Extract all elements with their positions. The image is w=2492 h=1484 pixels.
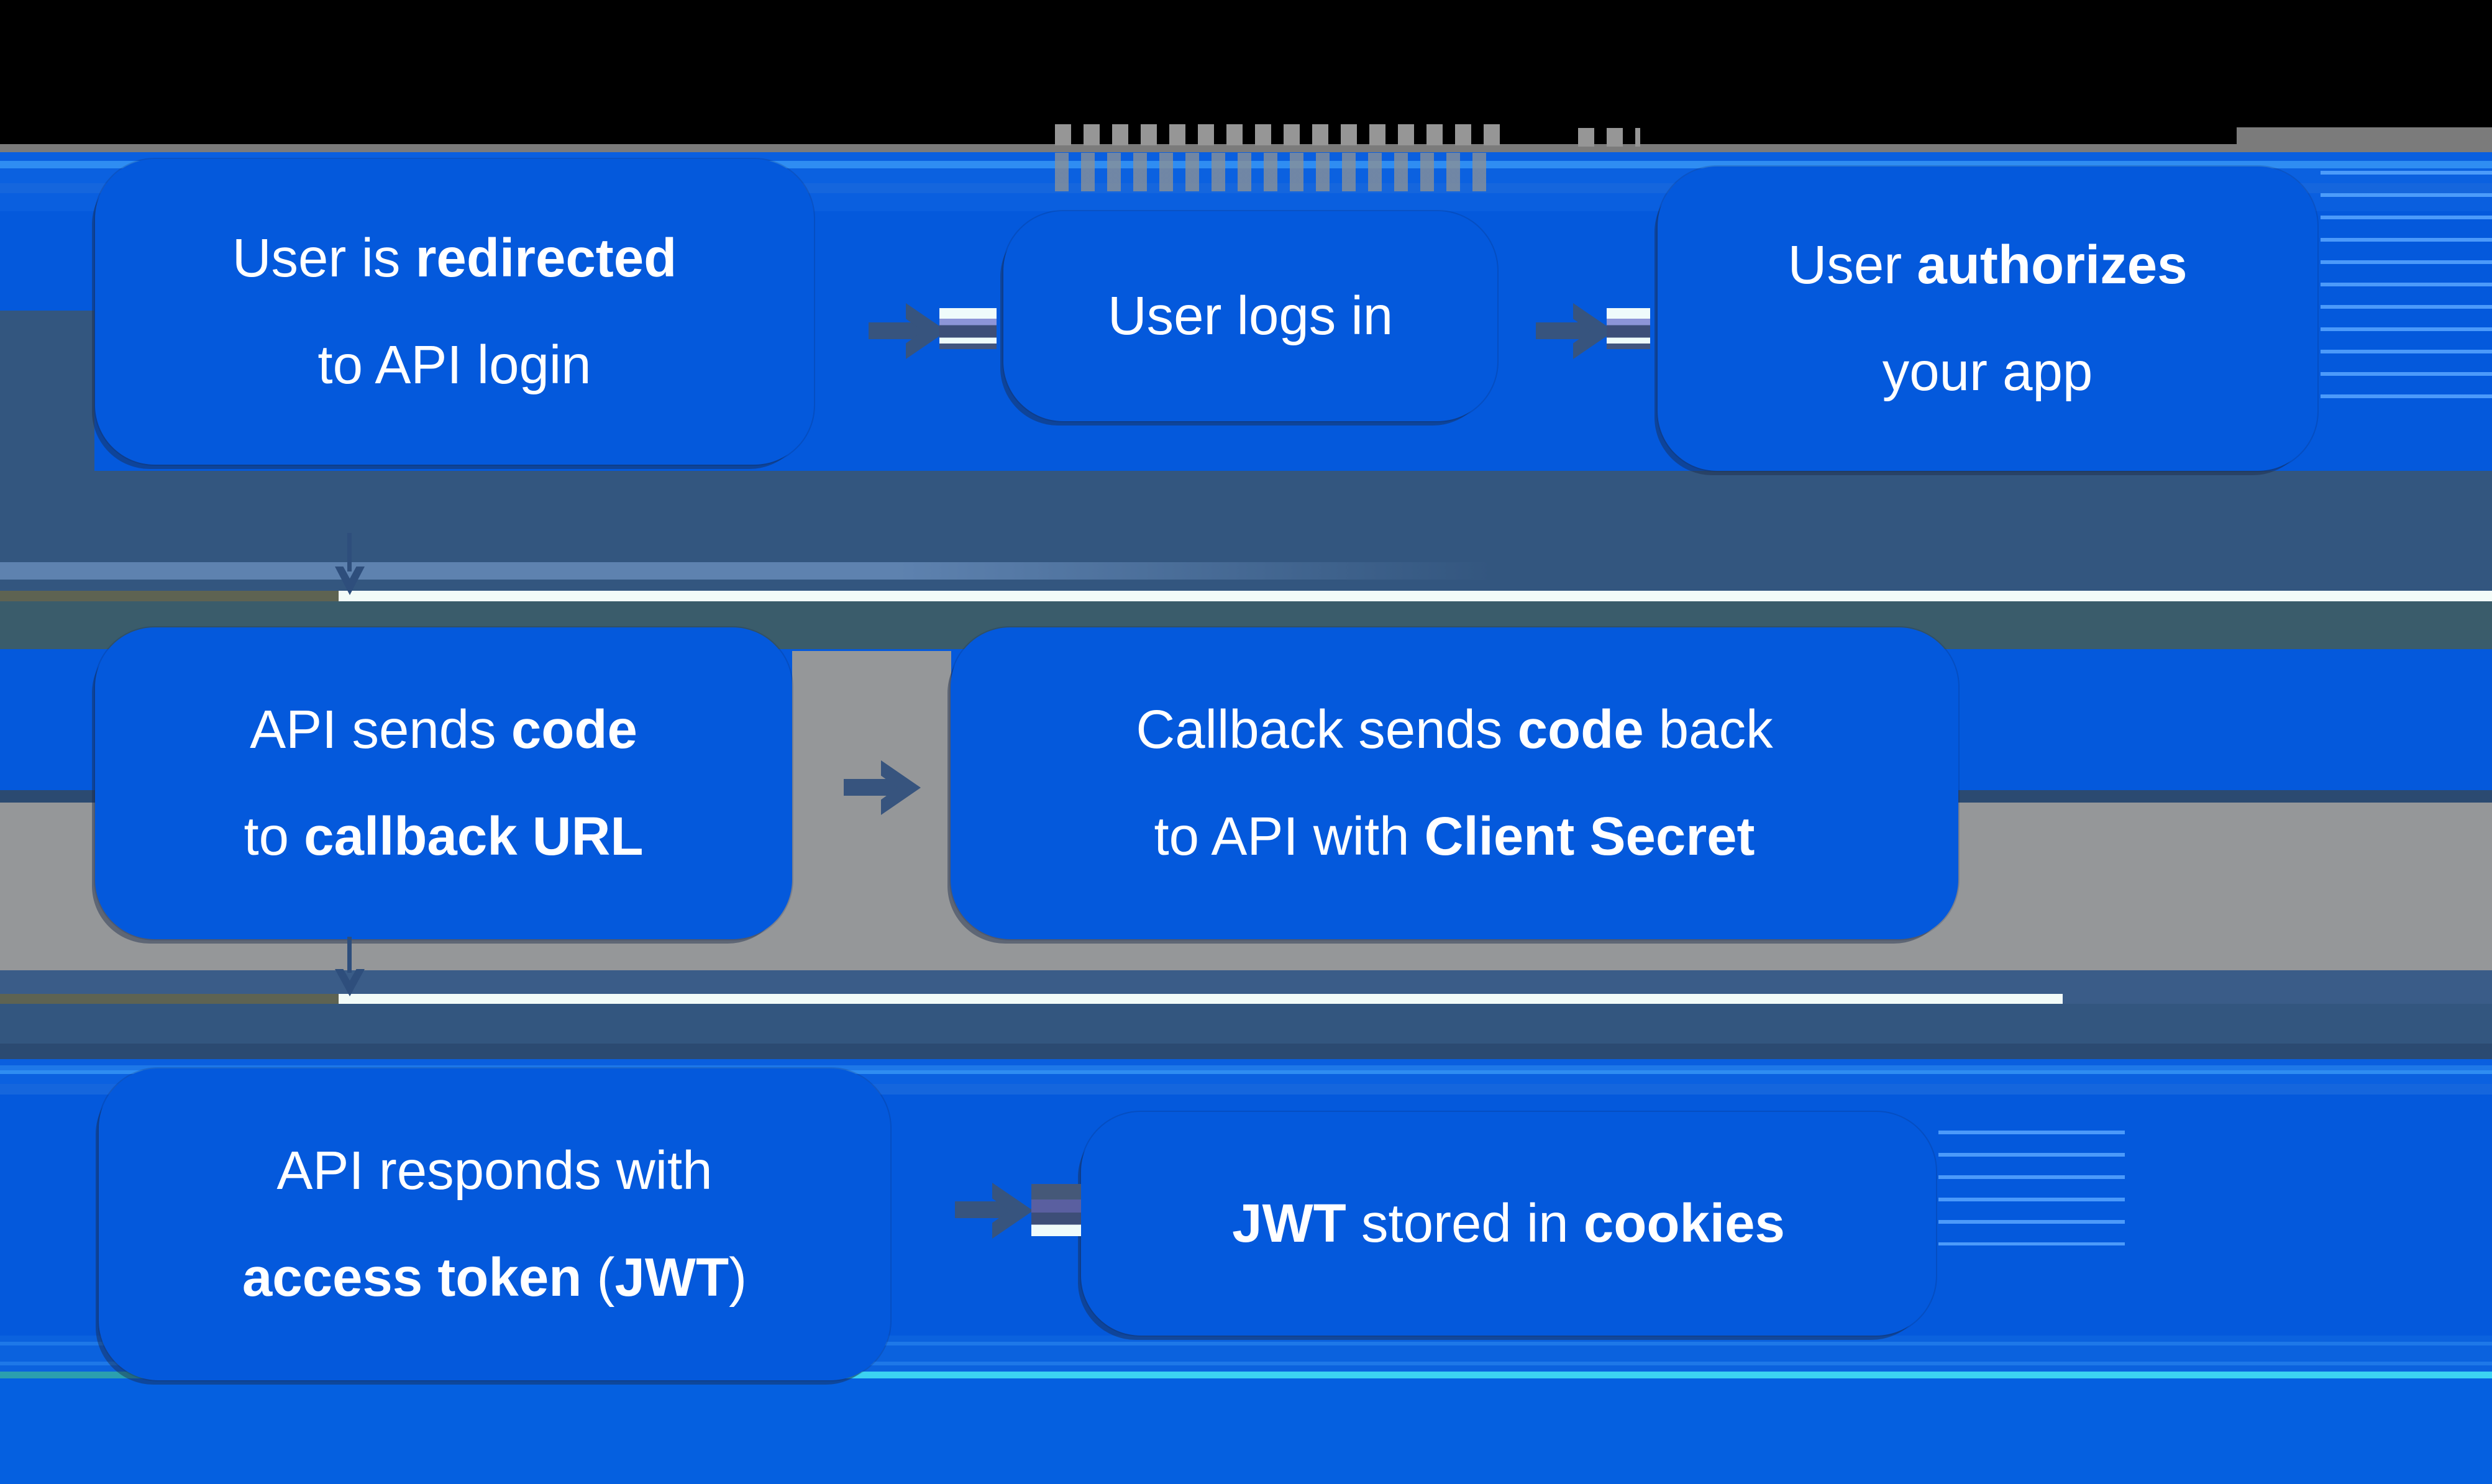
step-text-seg: your app <box>1882 342 2093 402</box>
bg-steel-b <box>0 970 2492 994</box>
step-text-seg-bold: authorizes <box>1917 235 2188 295</box>
step-text-seg: ( <box>582 1247 615 1308</box>
step-box-user-redirected: User is redirected to API login <box>95 159 814 465</box>
step-text-seg-bold: code <box>1517 699 1644 760</box>
bg-black-top-bar <box>0 0 2492 144</box>
glitch-streaks-right-of-box7 <box>1938 1131 2125 1245</box>
step-text-seg: User <box>1787 235 1917 295</box>
glitch-block <box>1031 1184 1081 1236</box>
bg-navy-stripe-b <box>0 1044 2492 1059</box>
step-text-seg: Callback sends <box>1136 699 1518 760</box>
step-text-seg: User is <box>232 228 416 288</box>
glitch-block <box>1607 308 1650 349</box>
step-text: User authorizes <box>1788 212 2188 319</box>
separator-line-1 <box>339 591 2492 601</box>
step-text-seg-bold: callback URL <box>304 806 644 867</box>
step-text-seg: ) <box>729 1247 747 1308</box>
step-box-user-logs-in: User logs in <box>1003 211 1497 421</box>
step-text-seg: to <box>244 806 304 867</box>
step-text-seg: to API login <box>317 335 591 395</box>
step-text-seg: back <box>1643 699 1773 760</box>
step-text: to callback URL <box>244 783 643 890</box>
step-box-api-sends-code: API sends code to callback URL <box>95 627 792 939</box>
step-text: access token (JWT) <box>242 1224 747 1331</box>
bg-gray-rule <box>0 144 2492 152</box>
separator-line-1-left-olive <box>0 591 339 601</box>
step-box-user-authorizes: User authorizes your app <box>1658 166 2317 471</box>
separator-line-2-left-olive <box>0 994 339 1004</box>
step-box-callback-sends-code: Callback sends code back to API with Cli… <box>951 627 1958 939</box>
step-text: User is redirected <box>232 205 677 312</box>
step-text: User logs in <box>1108 263 1393 370</box>
step-text: API responds with <box>276 1118 712 1224</box>
step-text-seg: User logs in <box>1107 286 1394 346</box>
bg-gray-gap-row2 <box>792 651 951 803</box>
step-text: your app <box>1883 319 2093 426</box>
step-text-seg: API sends <box>250 699 511 760</box>
step-text-seg-bold: JWT <box>1232 1193 1346 1254</box>
separator-line-2-right-steel <box>2063 994 2492 1004</box>
bg-light-steel-stripe <box>0 562 1491 580</box>
step-text-seg-bold: JWT <box>614 1247 729 1308</box>
glitch-title-fragment-right <box>1578 128 1640 147</box>
step-text: Callback sends code back <box>1136 676 1773 783</box>
glitch-streaks-right-of-box3 <box>2321 171 2492 413</box>
step-text: JWT stored in cookies <box>1232 1170 1785 1277</box>
glitch-title-fragment-upper <box>1055 124 1508 145</box>
bg-blue-bottom <box>0 1378 2492 1484</box>
step-text-seg-bold: code <box>511 699 637 760</box>
glitch-title-fragment-lower <box>1055 153 1490 191</box>
separator-line-2 <box>339 994 2063 1004</box>
glitch-block <box>939 308 997 349</box>
step-text: to API login <box>317 312 591 419</box>
step-text-seg-bold: cookies <box>1583 1193 1785 1254</box>
step-text: API sends code <box>250 676 637 783</box>
step-box-api-responds-token: API responds with access token (JWT) <box>99 1068 890 1380</box>
step-text: to API with Client Secret <box>1154 783 1755 890</box>
bg-steel-left-margin <box>0 311 94 471</box>
step-text-seg-bold: Client Secret <box>1424 806 1755 867</box>
step-box-jwt-stored: JWT stored in cookies <box>1081 1112 1936 1336</box>
bg-gray-corner-right <box>2237 127 2492 144</box>
step-text-seg-bold: redirected <box>415 228 677 288</box>
bg-cyan-stripe <box>0 1372 2492 1378</box>
step-text-seg: stored in <box>1346 1193 1584 1254</box>
step-text-seg: to API with <box>1154 806 1425 867</box>
step-text-seg: API responds with <box>276 1140 713 1201</box>
step-text-seg-bold: access token <box>242 1247 582 1308</box>
